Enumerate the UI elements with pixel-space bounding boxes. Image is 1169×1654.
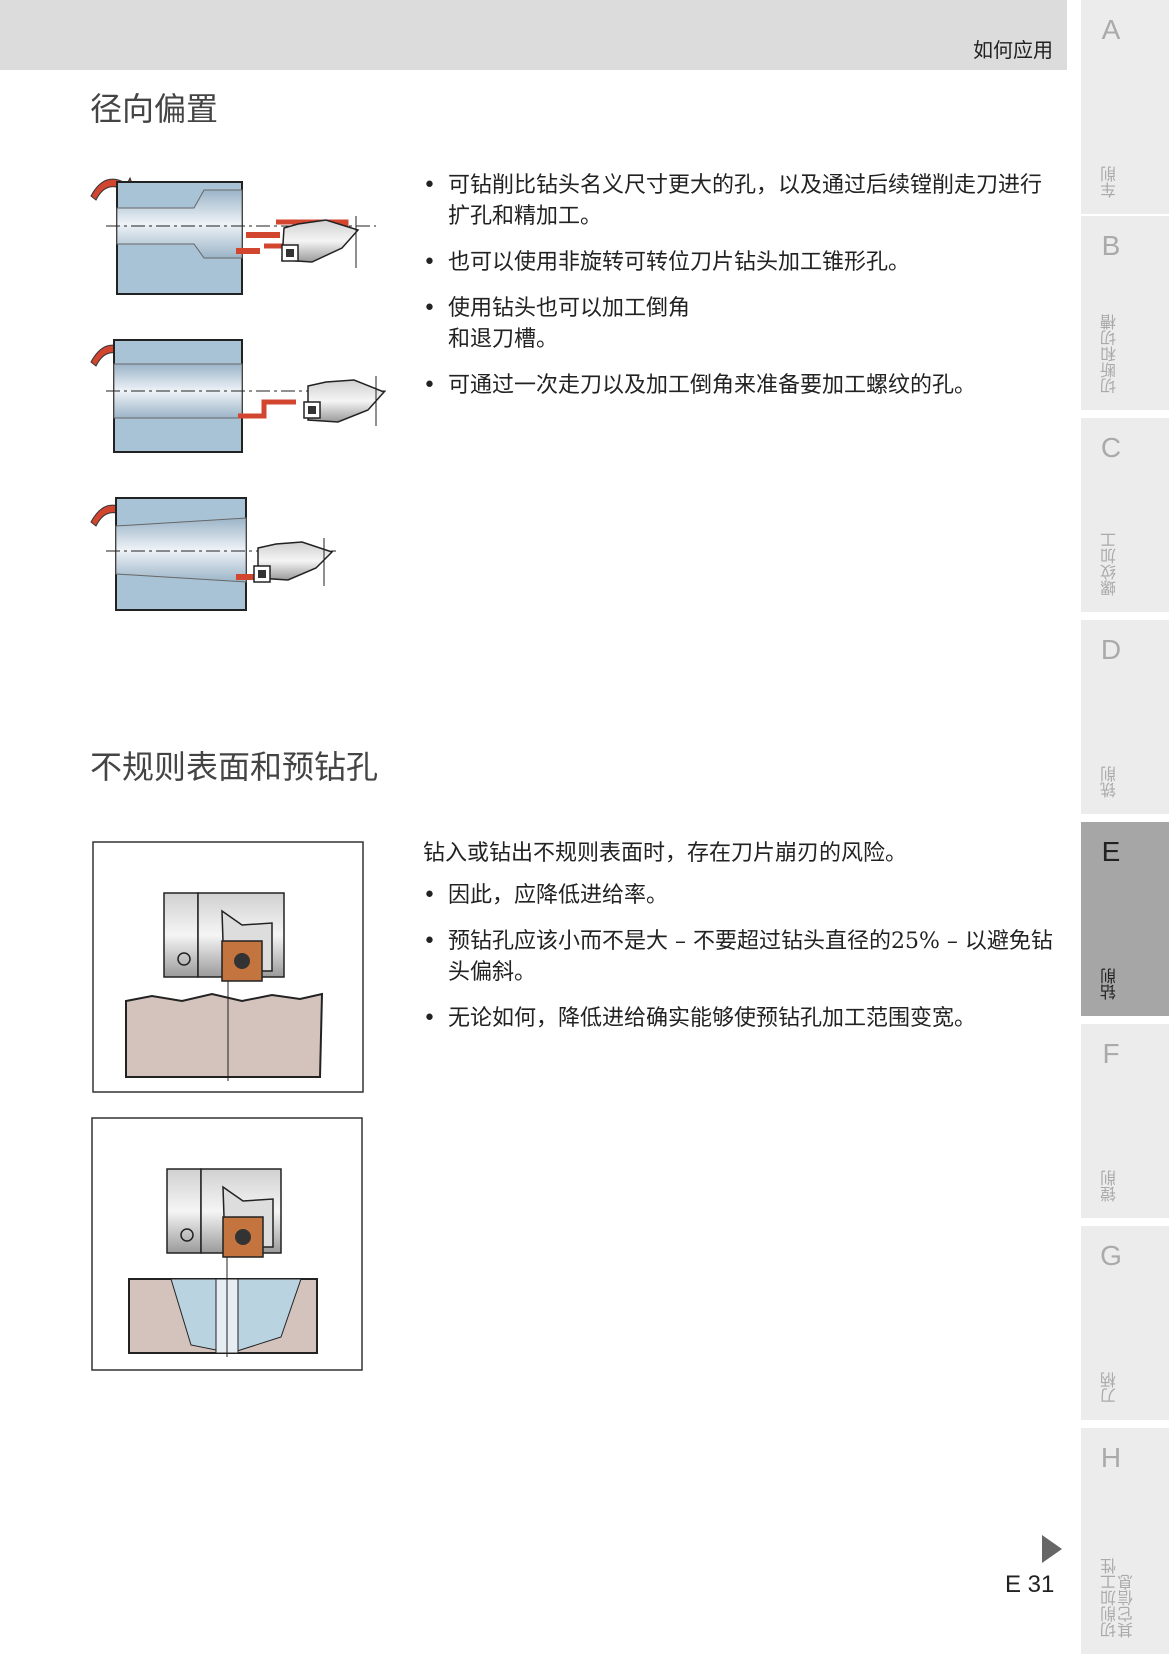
bullet: 因此，应降低进给率。 (423, 880, 1053, 911)
bullet: 也可以使用非旋转可转位刀片钻头加工锥形孔。 (423, 247, 1053, 278)
tab-letter: F (1102, 1038, 1120, 1069)
section1-bullets: 可钻削比钻头名义尺寸更大的孔，以及通过后续镗削走刀进行扩孔和精加工。 也可以使用… (423, 170, 1053, 416)
tab-name: 钻削 (1100, 968, 1119, 1000)
section-title-irregular-surfaces: 不规则表面和预钻孔 (90, 748, 379, 786)
figure-stepped-bore (90, 176, 376, 295)
tab-name: 车削 (1100, 166, 1119, 198)
tab-b[interactable]: B 切断和切槽 (1081, 216, 1169, 410)
tab-name: 切断和切槽 (1100, 314, 1119, 394)
bullet: 无论如何，降低进给确实能够使预钻孔加工范围变宽。 (423, 1003, 1053, 1034)
bullet: 预钻孔应该小而不是大 – 不要超过钻头直径的25% – 以避免钻头偏斜。 (423, 926, 1053, 988)
tab-letter: E (1101, 836, 1121, 867)
tab-h[interactable]: H 切削加工性 其它信息 (1081, 1428, 1169, 1654)
irregular-surface-figure (92, 841, 364, 1093)
tab-f[interactable]: F 镗削 (1081, 1024, 1169, 1218)
pre-drilled-hole-figure (91, 1117, 363, 1371)
tab-name: 镗削 (1100, 1170, 1119, 1202)
radial-offset-figures (90, 176, 386, 611)
tab-name: 铣削 (1100, 766, 1119, 798)
section-title-radial-offset: 径向偏置 (90, 90, 219, 128)
tab-a[interactable]: A 车削 (1081, 0, 1169, 214)
tab-d[interactable]: D 铣削 (1081, 620, 1169, 814)
tab-letter: G (1100, 1240, 1122, 1271)
tab-name: 切削加工性 其它信息 (1100, 1558, 1136, 1638)
bullet: 可通过一次走刀以及加工倒角来准备要加工螺纹的孔。 (423, 370, 1053, 401)
section2-lead: 钻入或钻出不规则表面时，存在刀片崩刃的风险。 (423, 841, 908, 866)
page-number: E 31 (1005, 1571, 1055, 1598)
tab-e[interactable]: E 钻削 (1081, 822, 1169, 1016)
header-title: 如何应用 (973, 38, 1053, 62)
figure-straight-bore (90, 339, 386, 453)
bullet: 使用钻头也可以加工倒角 和退刀槽。 (423, 293, 1053, 355)
tab-c[interactable]: C 螺纹加工 (1081, 418, 1169, 612)
tab-letter: C (1100, 432, 1122, 463)
tab-letter: B (1101, 230, 1121, 261)
tab-g[interactable]: G 刀柄 (1081, 1226, 1169, 1420)
chapter-tabs: A 车削 B 切断和切槽 C 螺纹加工 D 铣削 E 钻削 F 镗削 G 刀柄 … (1081, 0, 1169, 1654)
next-page-arrow-icon[interactable] (1042, 1535, 1062, 1563)
tab-name: 刀柄 (1100, 1372, 1119, 1404)
tab-name: 螺纹加工 (1100, 532, 1119, 596)
bullet: 可钻削比钻头名义尺寸更大的孔，以及通过后续镗削走刀进行扩孔和精加工。 (423, 170, 1053, 232)
section2-bullets: 因此，应降低进给率。 预钻孔应该小而不是大 – 不要超过钻头直径的25% – 以… (423, 880, 1053, 1049)
header-bar: 如何应用 (0, 0, 1067, 70)
tab-letter: A (1101, 14, 1121, 45)
tab-letter: D (1100, 634, 1122, 665)
tab-letter: H (1100, 1442, 1122, 1473)
figure-tapered-bore (90, 497, 336, 611)
